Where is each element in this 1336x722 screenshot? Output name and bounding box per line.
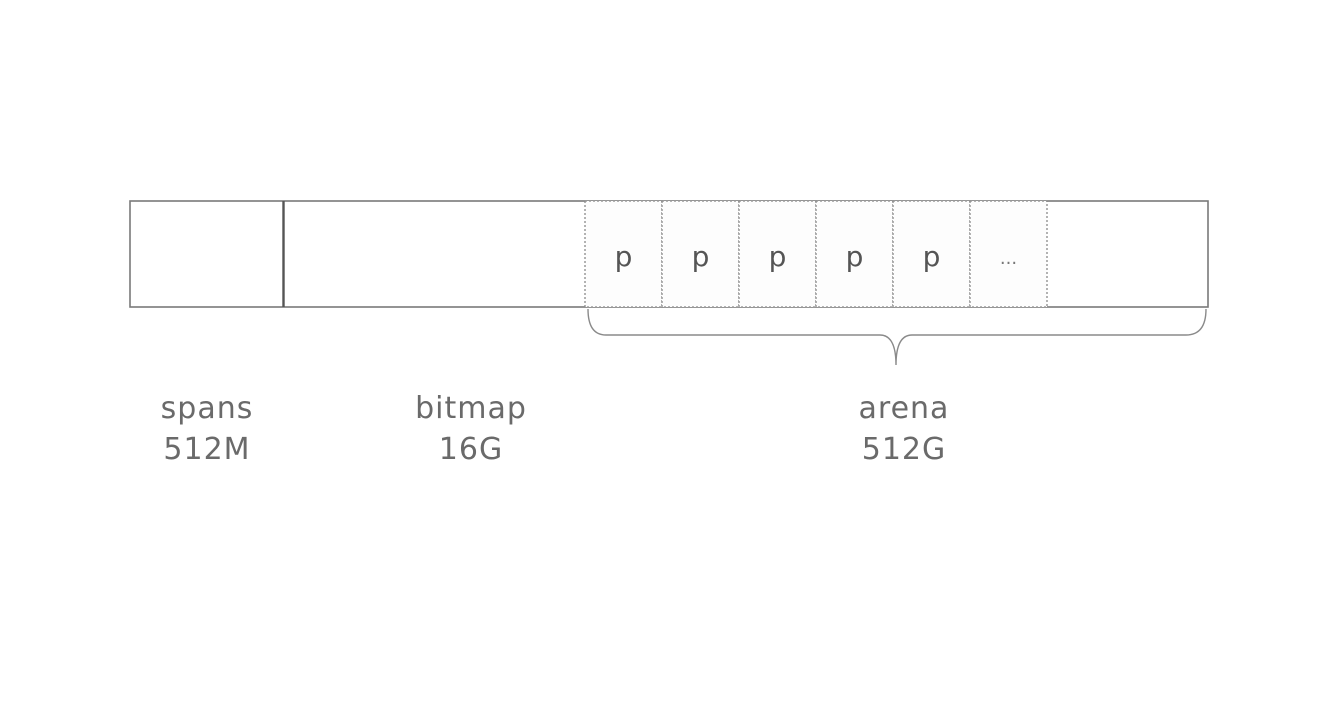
arena-brace: [587, 308, 1207, 366]
arena-page-cell: [969, 200, 1048, 308]
arena-page-cell: [661, 200, 740, 308]
region-size-arena: 512G: [862, 432, 947, 467]
arena-page-label: p: [615, 240, 633, 273]
arena-page-label: p: [769, 240, 787, 273]
arena-page-ellipsis: ...: [1000, 248, 1017, 269]
region-name-arena: arena: [859, 391, 950, 426]
region-size-bitmap: 16G: [439, 432, 503, 467]
arena-page-cell: [584, 200, 663, 308]
arena-page-label: p: [923, 240, 941, 273]
region-labels: spans 512M bitmap 16G arena 512G: [161, 391, 950, 467]
arena-page-label: p: [692, 240, 710, 273]
region-name-bitmap: bitmap: [415, 391, 527, 426]
region-name-spans: spans: [161, 391, 254, 426]
arena-pages: p p p p p ...: [584, 200, 1048, 308]
arena-page-cell: [815, 200, 894, 308]
arena-page-label: p: [846, 240, 864, 273]
region-size-spans: 512M: [163, 432, 250, 467]
